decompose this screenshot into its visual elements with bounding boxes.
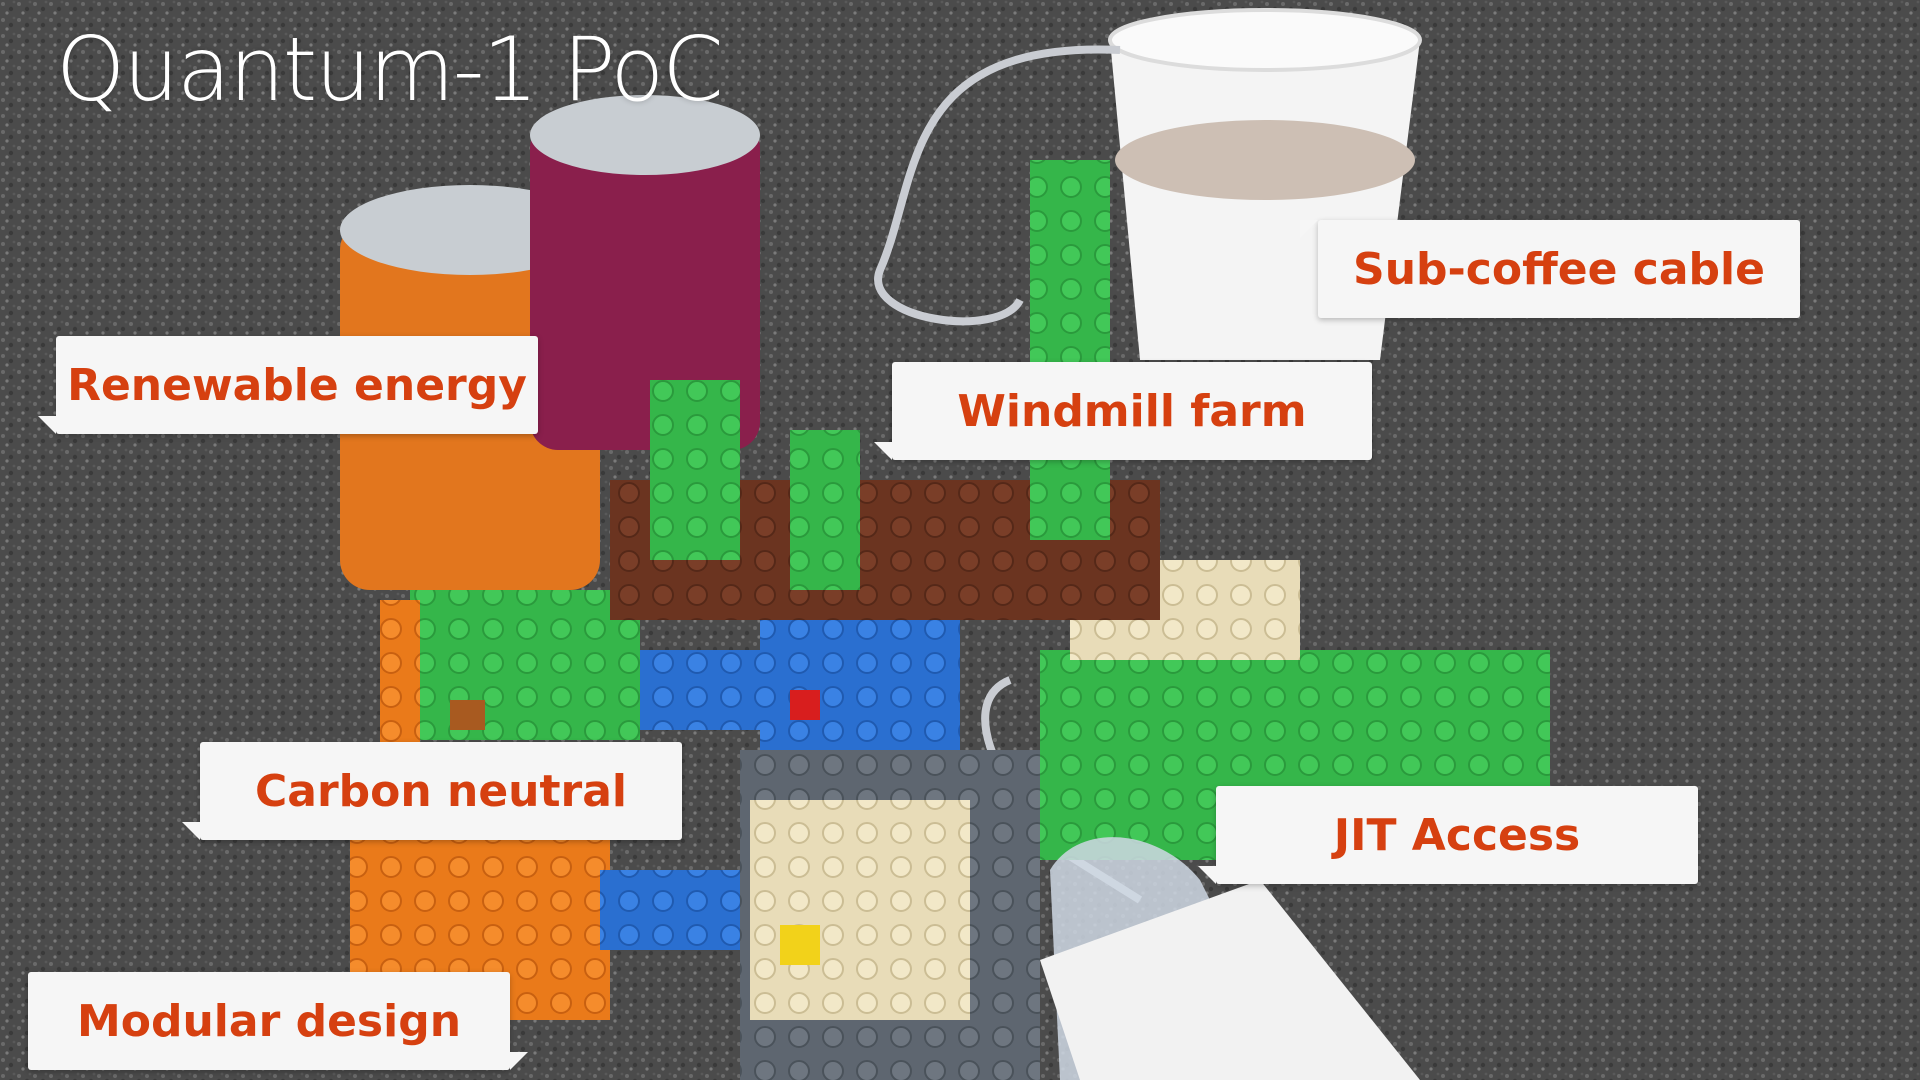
callout-carbon-neutral: Carbon neutral: [182, 742, 682, 840]
callout-renewable-energy: Renewable energy: [38, 336, 538, 434]
callout-modular-design: Modular design: [28, 972, 528, 1070]
callout-sub-coffee-cable: Sub-coffee cable: [1300, 220, 1800, 318]
callout-jit-access: JIT Access: [1198, 786, 1698, 884]
callout-windmill-farm: Windmill farm: [874, 362, 1372, 460]
slide-title: Quantum-1 PoC: [56, 18, 724, 121]
